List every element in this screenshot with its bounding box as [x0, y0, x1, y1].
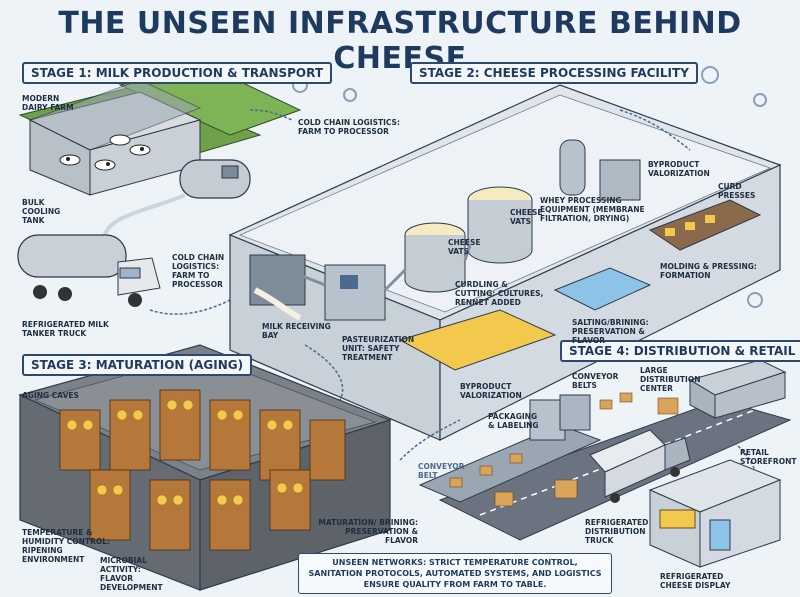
label-molding: MOLDING & PRESSING: FORMATION: [660, 262, 757, 280]
distribution-illustration: [418, 359, 792, 568]
page-title: THE UNSEEN INFRASTRUCTURE BEHIND CHEESE: [58, 6, 742, 76]
dairy-farm-illustration: [18, 64, 302, 196]
label-receiving-bay: MILK RECEIVING BAY: [262, 322, 331, 340]
label-dairy-farm: MODERN DAIRY FARM: [22, 94, 74, 112]
label-cold-chain-top: COLD CHAIN LOGISTICS: FARM TO PROCESSOR: [298, 118, 400, 136]
label-cold-chain-mid: COLD CHAIN LOGISTICS: FARM TO PROCESSOR: [172, 253, 225, 289]
label-conveyor-belts: CONVEYOR BELTS: [572, 372, 619, 390]
flow-arrows: [304, 109, 756, 471]
processing-facility-illustration: [228, 84, 782, 441]
label-refrigerated-truck: REFRIGERATED DISTRIBUTION TRUCK: [585, 518, 649, 545]
label-pasteurization: PASTEURIZATION UNIT: SAFETY TREATMENT: [342, 335, 415, 362]
milk-tanker-illustration: [17, 234, 161, 307]
label-packaging: PACKAGING & LABELING: [488, 412, 539, 430]
unseen-networks-note: UNSEEN NETWORKS: STRICT TEMPERATURE CONT…: [298, 553, 612, 594]
label-whey: WHEY PROCESSING EQUIPMENT (MEMBRANE FILT…: [540, 196, 645, 223]
label-byproduct-top: BYPRODUCT VALORIZATION: [648, 160, 710, 178]
label-cheese-display: REFRIGERATED CHEESE DISPLAY: [660, 572, 731, 590]
label-tanker: REFRIGERATED MILK TANKER TRUCK: [22, 320, 109, 338]
label-distribution-center: LARGE DISTRIBUTION CENTER: [640, 366, 701, 393]
label-aging-caves: AGING CAVES: [22, 391, 79, 400]
label-byproduct-bottom: BYPRODUCT VALORIZATION: [460, 382, 522, 400]
label-bulk-tank: BULK COOLING TANK: [22, 198, 61, 225]
label-retail-storefront: RETAIL STOREFRONT: [740, 448, 797, 466]
label-maturation: MATURATION/ BRINING: PRESERVATION & FLAV…: [318, 518, 418, 545]
label-cheese-vats-1: CHEESE VATS: [448, 238, 481, 256]
label-temperature: TEMPERATURE & HUMIDITY CONTROL: RIPENING…: [22, 528, 110, 564]
stage-1-label: STAGE 1: MILK PRODUCTION & TRANSPORT: [22, 62, 333, 84]
aging-caves-illustration: [18, 344, 392, 591]
stage-3-label: STAGE 3: MATURATION (AGING): [22, 354, 253, 376]
bulk-cooling-tank-illustration: [179, 159, 251, 199]
label-conveyor-belt: CONVEYOR BELT: [418, 462, 465, 480]
label-curdling: CURDLING & CUTTING: CULTURES, RENNET ADD…: [455, 280, 544, 307]
label-microbial: MICROBIAL ACTIVITY: FLAVOR DEVELOPMENT: [100, 556, 163, 592]
label-salting: SALTING/BRINING: PRESERVATION & FLAVOR: [572, 318, 649, 345]
label-cheese-vats-2: CHEESE VATS: [510, 208, 543, 226]
label-curd-presses: CURD PRESSES: [718, 182, 756, 200]
stage-4-label: STAGE 4: DISTRIBUTION & RETAIL: [560, 340, 800, 362]
stage-2-label: STAGE 2: CHEESE PROCESSING FACILITY: [410, 62, 698, 84]
